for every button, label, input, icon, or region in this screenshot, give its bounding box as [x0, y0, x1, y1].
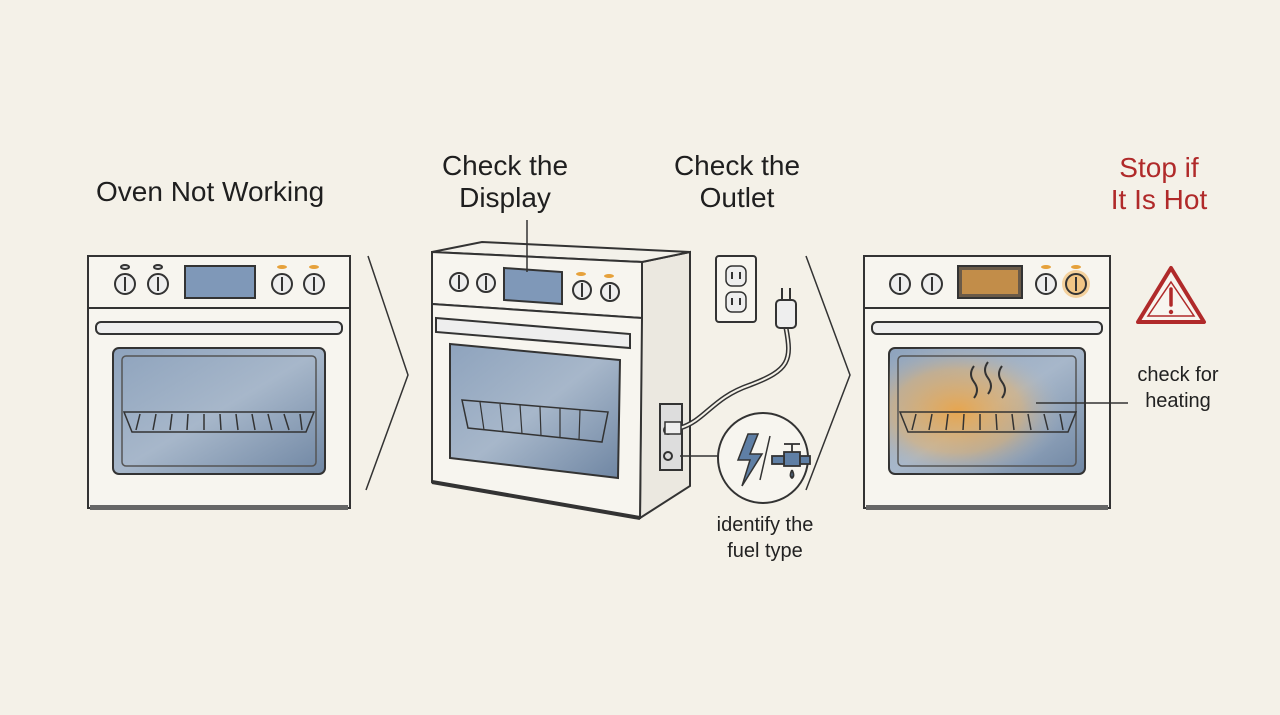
step-4-title-line1: Stop if	[1119, 152, 1199, 183]
oven-door-handle	[435, 316, 631, 350]
heating-note-line1: check for	[1137, 364, 1219, 386]
gas-valve-icon	[771, 443, 811, 480]
warning-triangle-icon	[1136, 266, 1206, 324]
step-3-title: Check the Outlet	[668, 150, 806, 214]
step-2-title-line1: Check the	[441, 150, 569, 181]
oven-rack	[122, 411, 316, 433]
fuel-type-note-line2: fuel type	[727, 540, 803, 562]
oven-rack	[898, 411, 1078, 433]
step-1-title: Oven Not Working	[96, 176, 324, 208]
step-2-title-line2: Display	[459, 182, 551, 213]
oven-hot	[863, 255, 1111, 510]
oven-door-handle	[871, 321, 1103, 335]
step-1-title-line1: Oven Not Working	[96, 176, 325, 207]
oven-window	[449, 342, 622, 480]
step-4-title: Stop if It Is Hot	[1100, 152, 1218, 216]
heat-waves-icon	[970, 361, 1006, 399]
step-4-title-line2: It Is Hot	[1110, 184, 1208, 215]
oven-check-display	[431, 240, 691, 520]
power-cord	[664, 288, 797, 435]
oven-display	[184, 265, 256, 299]
step-3-title-line1: Check the	[673, 150, 801, 181]
heating-note: check for heating	[1118, 362, 1238, 414]
oven-door-handle	[95, 321, 343, 335]
oven-not-working	[87, 255, 351, 510]
oven-window	[112, 347, 326, 475]
fuel-type-note-line1: identify the	[716, 514, 814, 536]
power-plug	[775, 299, 797, 329]
heating-note-line2: heating	[1145, 390, 1211, 412]
step-3-title-line2: Outlet	[699, 182, 775, 213]
oven-display	[503, 266, 563, 306]
control-knobs	[114, 264, 325, 295]
fuel-type-badge	[680, 412, 811, 504]
flow-arrow-2	[805, 255, 851, 491]
lightning-bolt-icon	[736, 433, 764, 487]
fuel-type-note: identify the fuel type	[700, 512, 830, 564]
step-2-title: Check the Display	[437, 150, 573, 214]
wall-outlet	[715, 255, 757, 323]
flow-arrow-1	[365, 255, 409, 491]
